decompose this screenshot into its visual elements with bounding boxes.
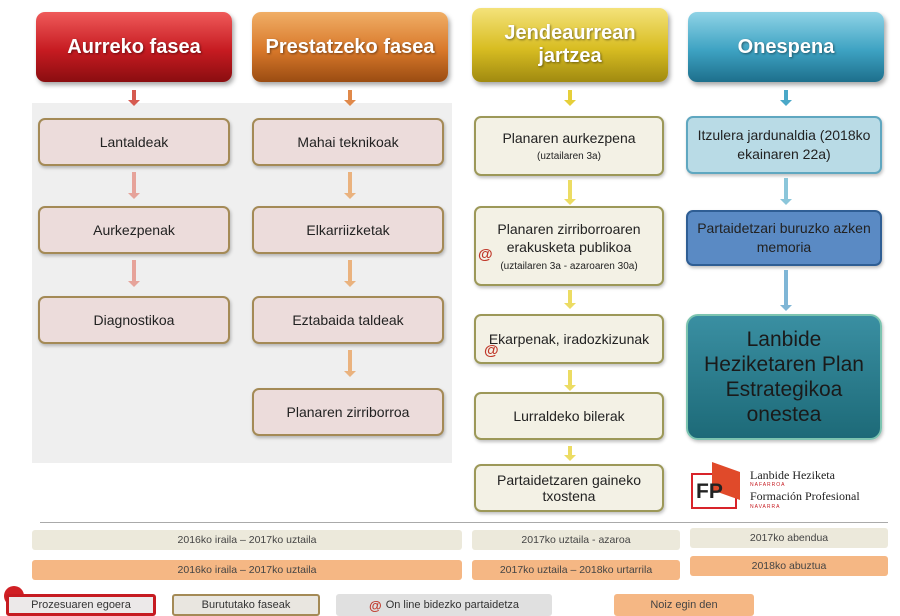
logo-sub2: NAVARRA: [750, 504, 781, 510]
legend-when: Noiz egin den: [614, 594, 754, 616]
step-label: Itzulera jardunaldia (2018ko ekainaren 2…: [697, 127, 871, 162]
arrow-down-icon: [564, 446, 576, 461]
arrow-down-icon: [128, 90, 140, 106]
step-azken-memoria: Partaidetzari buruzko azken memoria: [686, 210, 882, 266]
timeline-bar-col4: 2017ko abendua: [690, 528, 888, 548]
arrow-down-icon: [780, 90, 792, 106]
online-at-icon: @: [369, 597, 382, 613]
arrow-down-icon: [564, 90, 576, 106]
step-label: Eztabaida taldeak: [292, 312, 404, 328]
step-partaidetza-txostena: Partaidetzaren gaineko txostena: [474, 464, 664, 512]
logo-line2: Formación Profesional: [750, 489, 860, 503]
step-label: Planaren aurkezpena: [502, 130, 636, 146]
arrow-down-icon: [128, 172, 140, 199]
step-label: Planaren zirriborroa: [286, 404, 410, 420]
step-label: Lanbide Heziketaren Plan Estrategikoa on…: [704, 328, 864, 426]
step-elkarrizketak: Elkarriizketak: [252, 206, 444, 254]
logo-line1: Lanbide Heziketa: [750, 468, 835, 482]
timeline-bar-col12: 2016ko iraila – 2017ko uztaila: [32, 530, 462, 550]
step-aurkezpenak: Aurkezpenak: [38, 206, 230, 254]
arrow-down-icon: [344, 90, 356, 106]
fp-logo: FP Lanbide Heziketa NAFARROA Formación P…: [690, 460, 890, 512]
timeline-divider: [40, 522, 888, 523]
legend-online-label: On line bidezko partaidetza: [385, 599, 519, 611]
step-planaren-aurkezpena: Planaren aurkezpena (uztailaren 3a): [474, 116, 664, 176]
step-diagnostikoa: Diagnostikoa: [38, 296, 230, 344]
step-label: Lurraldeko bilerak: [513, 408, 625, 424]
step-mahai-teknikoak: Mahai teknikoak: [252, 118, 444, 166]
online-at-icon: @: [484, 342, 499, 359]
step-label: Ekarpenak, iradozkizunak: [488, 331, 650, 347]
step-label: Partaidetzari buruzko azken memoria: [697, 220, 871, 255]
step-label: Aurkezpenak: [93, 222, 175, 238]
step-date: (uztailaren 3a): [537, 151, 601, 162]
step-label: Diagnostikoa: [93, 312, 175, 328]
step-lurraldeko-bilerak: Lurraldeko bilerak: [474, 392, 664, 440]
online-at-icon: @: [478, 246, 493, 263]
arrow-down-icon: [780, 270, 792, 311]
step-label: Partaidetzaren gaineko txostena: [497, 472, 641, 504]
step-ekarpenak: Ekarpenak, iradozkizunak: [474, 314, 664, 364]
arrow-down-icon: [564, 290, 576, 309]
step-planaren-zirriborroa: Planaren zirriborroa: [252, 388, 444, 436]
logo-sub1: NAFARROA: [750, 482, 786, 488]
arrow-down-icon: [128, 260, 140, 287]
step-date: (uztailaren 3a - azaroaren 30a): [500, 261, 638, 272]
step-itzulera-jardunaldia: Itzulera jardunaldia (2018ko ekainaren 2…: [686, 116, 882, 174]
timeline-bar-col4: 2018ko abuztua: [690, 556, 888, 576]
step-plan-estrategikoa-onestea: Lanbide Heziketaren Plan Estrategikoa on…: [686, 314, 882, 440]
timeline-bar-col3: 2017ko uztaila - azaroa: [472, 530, 680, 550]
arrow-down-icon: [564, 180, 576, 205]
phase-header-prestatzeko: Prestatzeko fasea: [252, 12, 448, 82]
timeline-bar-col12: 2016ko iraila – 2017ko uztaila: [32, 560, 462, 580]
arrow-down-icon: [344, 172, 356, 199]
arrow-down-icon: [344, 260, 356, 287]
phase-header-aurreko: Aurreko fasea: [36, 12, 232, 82]
legend-online: @ On line bidezko partaidetza: [336, 594, 552, 616]
fp-logo-mark: FP: [696, 480, 723, 503]
phase-header-onespena: Onespena: [688, 12, 884, 82]
step-label: Mahai teknikoak: [297, 134, 399, 150]
fp-logo-icon: [691, 462, 740, 509]
arrow-down-icon: [780, 178, 792, 205]
timeline-bar-col3: 2017ko uztaila – 2018ko urtarrila: [472, 560, 680, 580]
step-label: Elkarriizketak: [306, 222, 390, 238]
step-erakusketa-publikoa: Planaren zirriborroaren erakusketa publi…: [474, 206, 664, 286]
legend-done: Burututako faseak: [172, 594, 320, 616]
step-label: Planaren zirriborroaren erakusketa publi…: [497, 221, 641, 255]
arrow-down-icon: [344, 350, 356, 377]
step-lantaldeak: Lantaldeak: [38, 118, 230, 166]
legend-status: Prozesuaren egoera: [6, 594, 156, 616]
phase-header-jendeaurrean: Jendeaurrean jartzea: [472, 8, 668, 82]
step-label: Lantaldeak: [99, 134, 169, 150]
arrow-down-icon: [564, 370, 576, 391]
step-eztabaida-taldeak: Eztabaida taldeak: [252, 296, 444, 344]
